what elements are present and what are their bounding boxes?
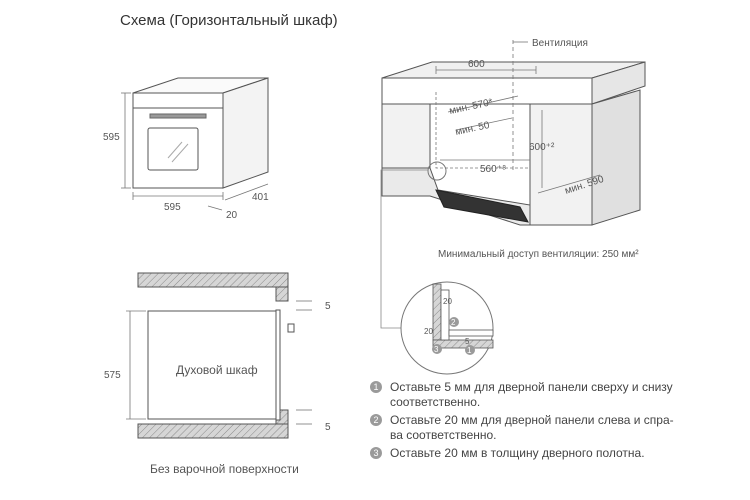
note-item: 2 Оставьте 20 мм для дверной панели слев… bbox=[370, 413, 745, 443]
min-vent-access-label: Минимальный доступ вентиляции: 250 мм² bbox=[438, 249, 639, 260]
cabinet-isometric bbox=[381, 61, 646, 226]
side-caption: Без варочной поверхности bbox=[150, 462, 299, 476]
detail-20-left: 20 bbox=[424, 327, 433, 336]
vent-label: Вентиляция bbox=[532, 38, 588, 49]
note-text: Оставьте 5 мм для дверной панели сверху … bbox=[390, 380, 673, 394]
cabinet-min-gap-label: мин. 50 bbox=[454, 120, 491, 138]
diagram-title: Схема (Горизонтальный шкаф) bbox=[120, 12, 338, 29]
oven-isometric bbox=[132, 77, 269, 189]
detail-leader bbox=[380, 169, 428, 329]
detail-5: 5 bbox=[465, 337, 470, 346]
side-height-label: 575 bbox=[104, 370, 121, 381]
oven-height-label: 595 bbox=[103, 132, 120, 143]
side-gap-bottom-label: 5 bbox=[325, 422, 331, 433]
side-gap-top-label: 5 bbox=[325, 301, 331, 312]
note-text: соответственно. bbox=[390, 395, 481, 409]
note-number-badge: 3 bbox=[370, 447, 382, 459]
oven-width-label: 595 bbox=[164, 202, 181, 213]
detail-num-2: 2 bbox=[451, 318, 456, 327]
oven-door-label: 20 bbox=[226, 210, 238, 221]
note-text: Оставьте 20 мм в толщину дверного полотн… bbox=[390, 446, 645, 460]
detail-circle bbox=[400, 281, 494, 375]
oven-label: Духовой шкаф bbox=[176, 363, 258, 377]
note-item: 1 Оставьте 5 мм для дверной панели сверх… bbox=[370, 380, 745, 410]
detail-marker bbox=[427, 161, 447, 181]
detail-num-1: 1 bbox=[467, 346, 472, 355]
cabinet-inner-width-label: 560⁺⁸ bbox=[480, 164, 506, 175]
cabinet-height-label: 600⁺² bbox=[529, 142, 555, 153]
cabinet-width-label: 600 bbox=[468, 59, 485, 70]
installation-notes: 1 Оставьте 5 мм для дверной панели сверх… bbox=[370, 380, 745, 464]
note-text: ва соответственно. bbox=[390, 428, 497, 442]
note-number-badge: 2 bbox=[370, 414, 382, 426]
oven-depth-label: 401 bbox=[252, 192, 269, 203]
detail-20-top: 20 bbox=[443, 297, 452, 306]
note-item: 3 Оставьте 20 мм в толщину дверного поло… bbox=[370, 446, 745, 461]
side-section bbox=[137, 272, 295, 439]
note-text: Оставьте 20 мм для дверной панели слева … bbox=[390, 413, 674, 427]
note-number-badge: 1 bbox=[370, 381, 382, 393]
detail-num-3: 3 bbox=[434, 345, 439, 354]
